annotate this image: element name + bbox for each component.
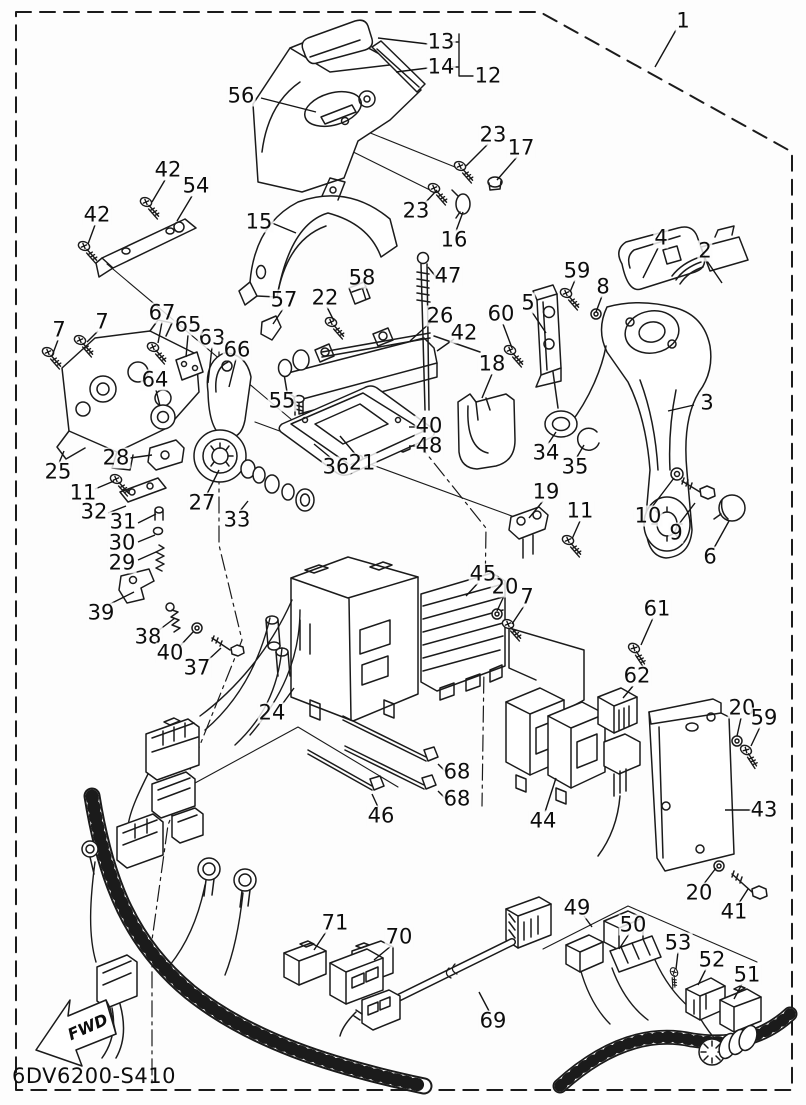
leader-line-68 <box>437 763 448 774</box>
leader-line-47 <box>427 266 438 279</box>
leader-line-36 <box>313 443 332 459</box>
leader-line-11 <box>571 520 581 540</box>
leader-line-27 <box>206 469 220 495</box>
leader-line-17 <box>496 156 518 181</box>
top-cover-part <box>252 19 426 193</box>
leader-line-67 <box>157 321 163 344</box>
leader-line-15 <box>271 222 297 234</box>
leader-line-34 <box>547 431 557 445</box>
leader-line-45 <box>465 582 479 597</box>
leader-line-21 <box>339 435 357 456</box>
leader-line-28 <box>129 454 153 459</box>
leader-line-20 <box>496 595 505 612</box>
leader-line-14 <box>395 67 429 73</box>
leader-line-25 <box>58 450 65 464</box>
leader-line-65 <box>185 334 189 358</box>
leader-line-10 <box>651 477 675 508</box>
leader-line-9 <box>678 502 696 525</box>
leader-line-54 <box>176 195 193 222</box>
leader-line-40 <box>179 631 194 647</box>
leader-line-70 <box>373 945 392 961</box>
leader-line-11 <box>94 480 115 490</box>
leader-line-58 <box>361 286 367 301</box>
leader-line-57 <box>272 308 284 325</box>
leader-line-52 <box>697 968 707 986</box>
leader-line-23 <box>465 143 489 167</box>
leader-line-30 <box>137 534 156 543</box>
leader-line-2 <box>706 260 723 284</box>
leader-line-37 <box>206 647 222 662</box>
leader-line-42 <box>87 224 96 245</box>
leader-line-24 <box>280 687 295 707</box>
leader-line-51 <box>733 983 743 1000</box>
leader-line-69 <box>478 991 490 1012</box>
leader-line-35 <box>576 444 585 458</box>
leader-line-42 <box>436 338 455 352</box>
leader-line-29 <box>137 551 157 561</box>
leader-line-49 <box>583 915 593 928</box>
leader-line-32 <box>107 505 127 514</box>
leader-line-26 <box>409 321 432 342</box>
leader-line-61 <box>640 617 654 646</box>
leader-line-4 <box>642 247 659 279</box>
leader-line-33 <box>239 500 249 512</box>
leader-line-59 <box>569 279 576 293</box>
leader-line-62 <box>622 685 634 699</box>
leader-line-41 <box>738 888 749 904</box>
fwd-arrow: FWD <box>35 999 117 1067</box>
secondary-wire-harness-part <box>552 910 798 1094</box>
housing-and-modules-part <box>265 556 768 900</box>
leader-line-55 <box>289 401 297 404</box>
leader-line-53 <box>675 951 679 970</box>
leader-line-20 <box>736 717 742 737</box>
leader-line-38 <box>158 617 176 631</box>
leader-line-5 <box>531 311 547 334</box>
relay-and-connector-parts <box>283 896 552 1037</box>
leader-line-22 <box>326 306 335 322</box>
leader-line-3 <box>667 404 695 412</box>
leader-line-63 <box>207 346 213 384</box>
leader-line-16 <box>455 211 464 232</box>
leader-line-7 <box>511 605 525 625</box>
clamp-plate-part <box>95 218 197 278</box>
leader-line-50 <box>618 933 630 950</box>
leader-line-60 <box>502 323 513 349</box>
leader-line-64 <box>155 389 161 407</box>
leader-line-68 <box>437 790 448 801</box>
leader-line-44 <box>544 777 557 813</box>
leader-line-13 <box>377 37 429 45</box>
leader-line-20 <box>702 867 717 886</box>
leader-line-1 <box>654 29 677 68</box>
leader-line-8 <box>595 295 603 313</box>
leader-line-39 <box>107 591 135 606</box>
leader-line-23 <box>423 189 438 205</box>
leader-line-59 <box>750 726 761 747</box>
leader-line-7 <box>86 330 99 343</box>
leader-line-31 <box>137 513 157 524</box>
diagram-code: 6DV6200-S410 <box>12 1064 176 1088</box>
leader-line-7 <box>51 339 59 357</box>
main-wire-harness-part <box>81 599 433 1095</box>
leader-line-56 <box>260 97 317 113</box>
leader-line-66 <box>228 358 237 388</box>
diagram-border <box>15 11 793 1091</box>
leader-line-71 <box>313 931 327 951</box>
leader-line-18 <box>481 373 493 399</box>
leader-line-6 <box>713 520 730 549</box>
leader-line-46 <box>371 793 379 808</box>
cable-tie-part <box>307 715 439 791</box>
leader-line-42 <box>151 179 166 203</box>
leader-line-19 <box>528 500 544 519</box>
